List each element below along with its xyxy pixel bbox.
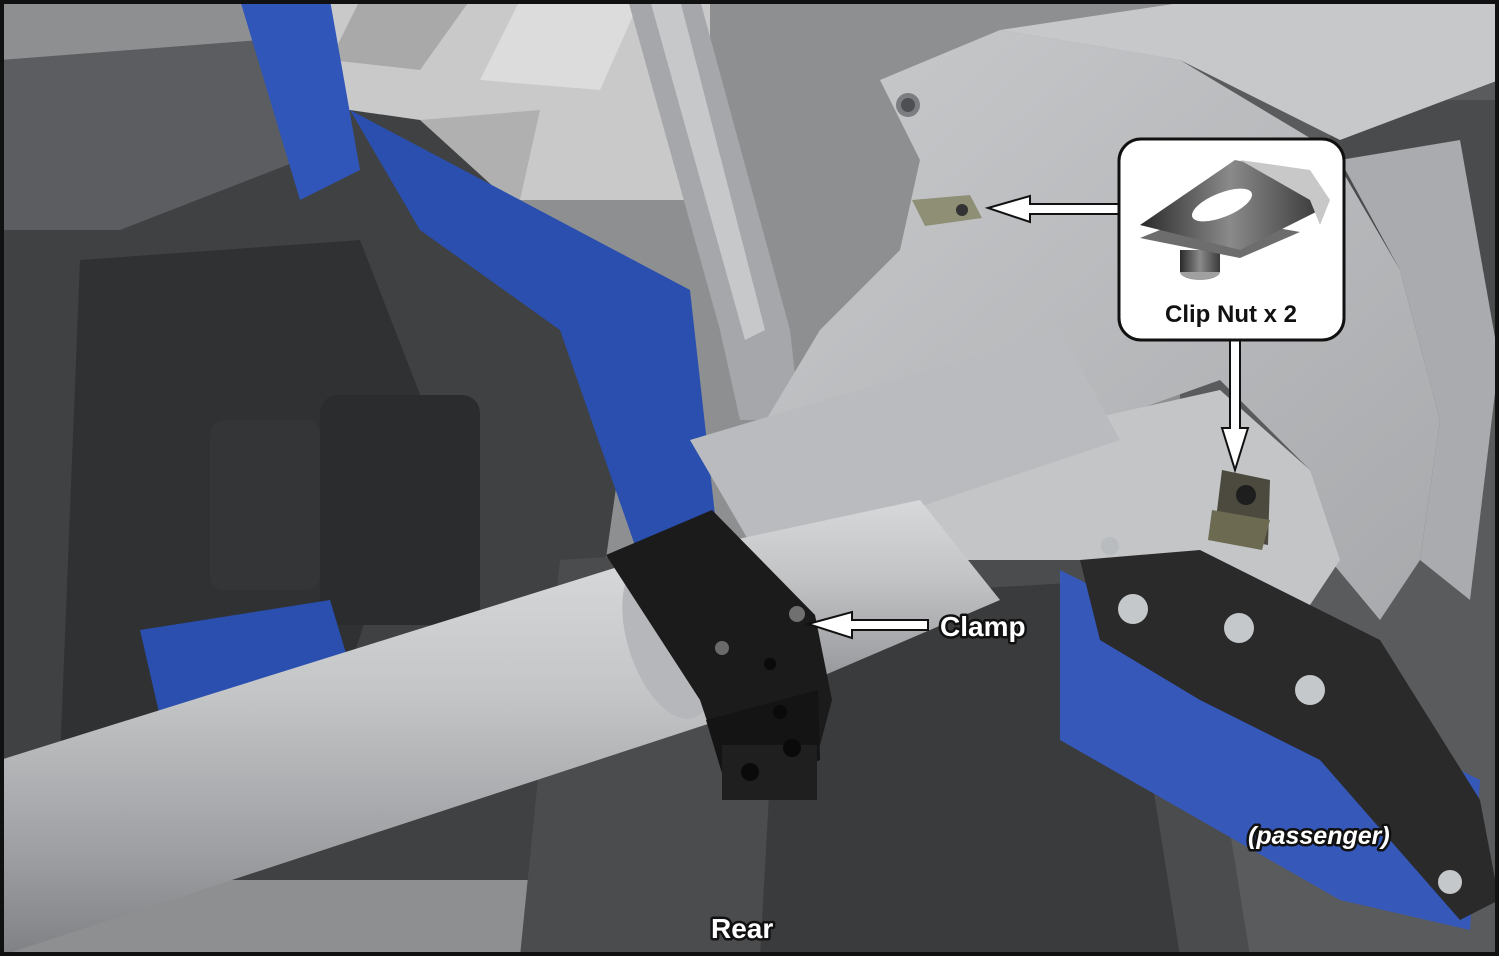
arrow-to-lower-clip-nut <box>1220 339 1250 474</box>
clip-nut-icon <box>1140 160 1330 280</box>
clamp-label: Clamp <box>940 611 1026 642</box>
installed-clip-nut-upper <box>912 195 982 226</box>
clamp-part <box>606 510 832 800</box>
arrow-to-clamp <box>804 610 929 640</box>
frame-tube-upper <box>690 330 1120 560</box>
mounting-bracket <box>1080 537 1499 920</box>
installed-clip-nut-lower <box>1208 470 1270 550</box>
roll-cage-bar <box>628 0 800 420</box>
passenger-label: (passenger) <box>1248 822 1390 850</box>
clip-nut-label: Clip Nut x 2 <box>1165 301 1297 328</box>
rear-label: Rear <box>711 913 773 944</box>
clip-nut-callout: Clip Nut x 2 <box>1117 137 1346 342</box>
